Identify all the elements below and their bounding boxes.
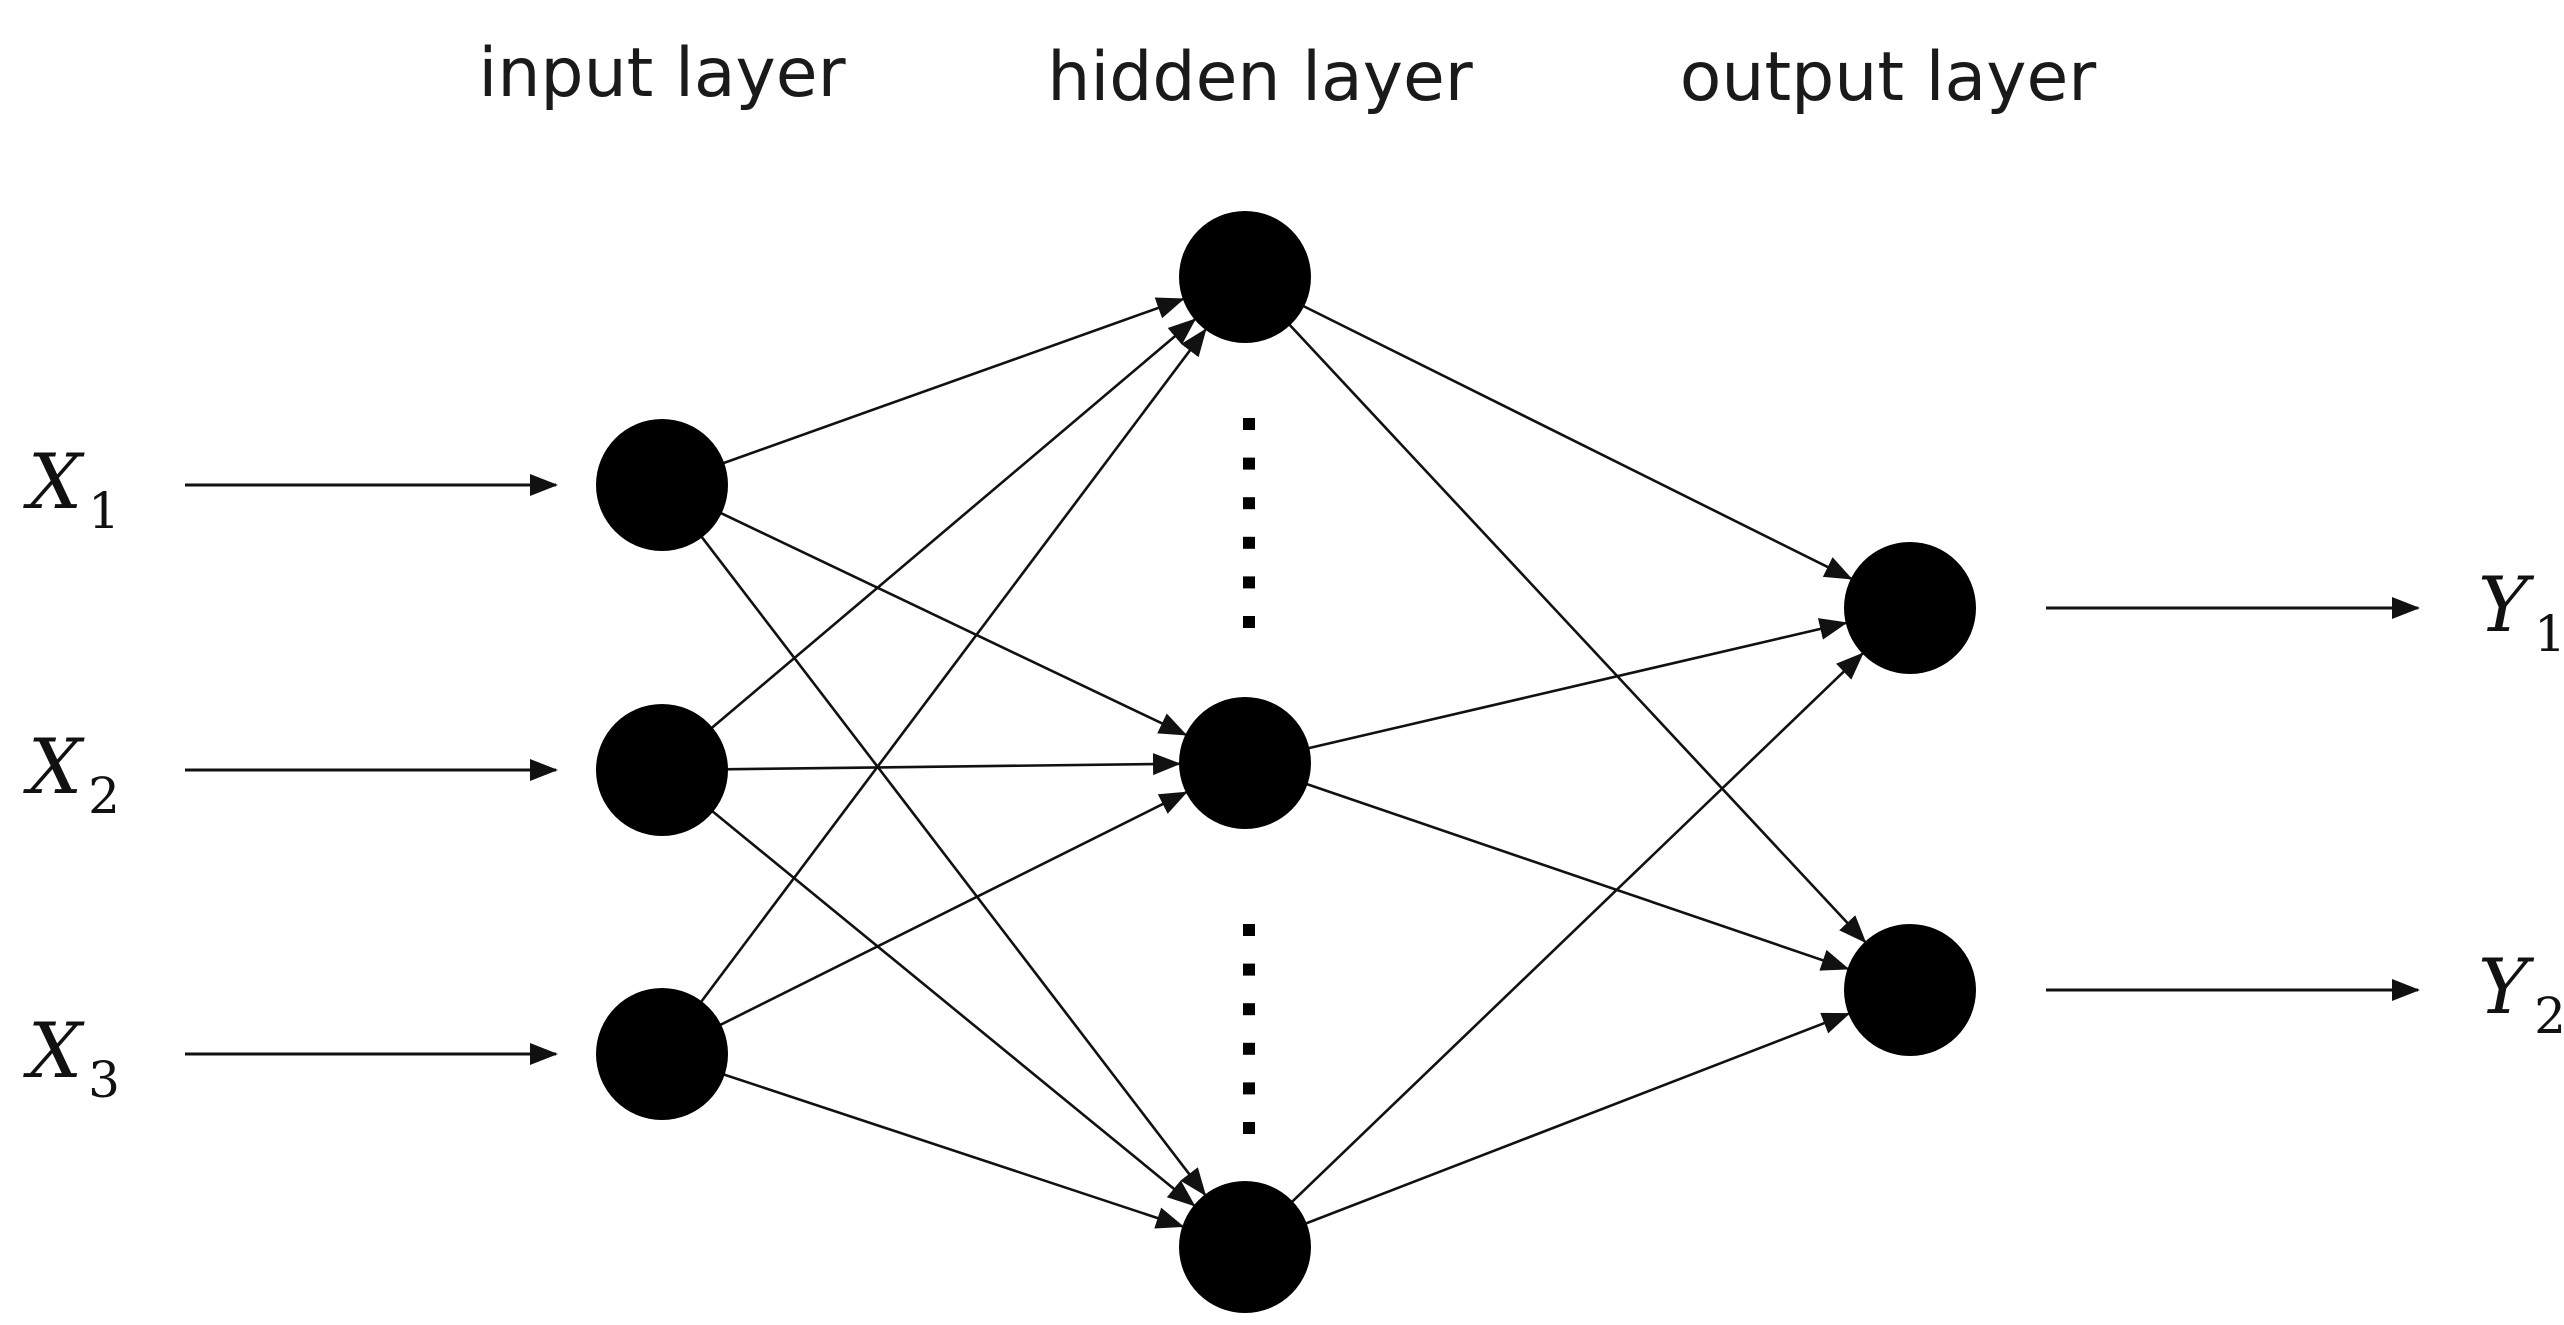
ellipsis-dot <box>1243 1122 1255 1134</box>
edge-hidden-3-to-output-2 <box>1300 1012 1851 1227</box>
hidden-ellipsis <box>1243 418 1255 1134</box>
ellipsis-dot <box>1243 616 1255 628</box>
edge-hidden-1-to-output-1 <box>1298 302 1853 580</box>
ellipsis-dot <box>1243 1082 1255 1095</box>
edge-input-3-to-hidden-2 <box>715 791 1188 1029</box>
hidden-ellipsis-upper <box>1243 418 1255 628</box>
ellipsis-dot <box>1243 418 1255 430</box>
ellipsis-dot <box>1243 536 1255 549</box>
ellipsis-dot <box>1243 924 1255 936</box>
hidden-node-1 <box>1179 211 1311 343</box>
input-node-3 <box>596 988 728 1120</box>
hidden-node-3 <box>1179 1181 1311 1313</box>
edge-input-1-to-hidden-1 <box>718 297 1185 467</box>
hidden-node-2 <box>1179 697 1311 829</box>
edge-input-3-to-hidden-1 <box>696 328 1207 1007</box>
output-node-1 <box>1844 542 1976 674</box>
edge-hidden-2-to-output-2 <box>1301 781 1850 971</box>
ellipsis-dot <box>1243 576 1255 589</box>
ellipsis-dot <box>1243 963 1255 976</box>
ellipsis-dot <box>1243 457 1255 470</box>
edge-hidden-2-to-output-1 <box>1303 618 1848 751</box>
neurons <box>596 211 1976 1313</box>
input-node-2 <box>596 704 728 836</box>
edge-input-1-to-hidden-3 <box>697 531 1207 1197</box>
connections <box>696 297 1867 1229</box>
input-layer-title: input layer <box>478 34 845 113</box>
edge-input-3-to-hidden-3 <box>718 1071 1185 1229</box>
edge-hidden-3-to-output-1 <box>1287 652 1864 1207</box>
output-layer-title: output layer <box>1680 38 2097 117</box>
ellipsis-dot <box>1243 1003 1255 1016</box>
hidden-ellipsis-lower <box>1243 924 1255 1134</box>
io-arrows <box>185 474 2420 1065</box>
edge-input-2-to-hidden-2 <box>721 753 1182 776</box>
input-node-1 <box>596 419 728 551</box>
edge-hidden-1-to-output-2 <box>1284 319 1867 944</box>
ellipsis-dot <box>1243 497 1255 510</box>
hidden-layer-title: hidden layer <box>1047 38 1473 117</box>
ellipsis-dot <box>1243 1042 1255 1055</box>
edge-input-1-to-hidden-2 <box>715 509 1188 736</box>
edge-input-2-to-hidden-1 <box>706 318 1197 733</box>
output-node-2 <box>1844 924 1976 1056</box>
edge-input-2-to-hidden-3 <box>707 806 1196 1207</box>
